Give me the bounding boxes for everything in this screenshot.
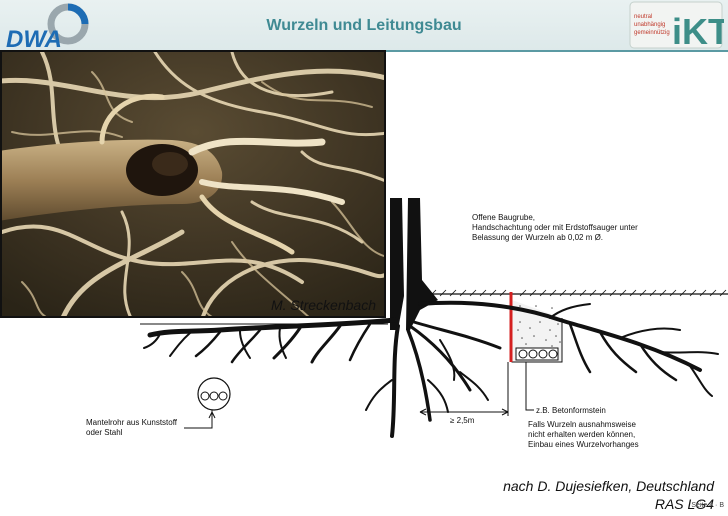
label-baugrube-1: Offene Baugrube, [472, 213, 536, 222]
distance-marker [419, 362, 509, 416]
photo-credit: M. Streckenbach [270, 297, 376, 313]
ikt-tagline-2: unabhängig [634, 22, 665, 28]
slide-id: Seite 4 · B [691, 502, 724, 509]
label-falls-2: nicht erhalten werden können, [528, 430, 636, 439]
roots-photo: M. Streckenbach [0, 50, 386, 318]
source-credit: nach D. Dujesiefken, Deutschland [503, 478, 714, 494]
dwa-logo: DWA [6, 3, 89, 50]
page-title: Wurzeln und Leitungsbau [266, 17, 462, 34]
label-mantelrohr-1: Mantelrohr aus Kunststoff [86, 418, 178, 427]
label-distance: ≥ 2,5m [450, 416, 475, 425]
roots-photo-image [2, 52, 384, 316]
tree-roots [143, 300, 719, 438]
excavation-pit [511, 300, 563, 363]
tree-trunk [390, 198, 438, 330]
label-baugrube-2: Handschachtung oder mit Erdstoffsauger u… [472, 223, 638, 232]
label-falls-1: Falls Wurzeln ausnahmsweise [528, 420, 636, 429]
mantelrohr-pipe [184, 377, 231, 429]
ikt-logo: neutral unabhängig gemeinnützig iKT [629, 1, 724, 52]
label-mantelrohr-2: oder Stahl [86, 428, 123, 437]
dwa-logo-text: DWA [6, 26, 62, 50]
label-betonformstein: z.B. Betonformstein [536, 406, 606, 415]
betonformstein-pointer [525, 362, 534, 411]
ras-reference: RAS LG4 [654, 496, 714, 512]
label-baugrube-3: Belassung der Wurzeln ab 0,02 m Ø. [472, 233, 604, 242]
ikt-logo-text: iKT [672, 11, 724, 52]
ikt-tagline-1: neutral [634, 14, 652, 20]
label-falls-3: Einbau eines Wurzelvorhanges [528, 440, 639, 449]
ikt-tagline-3: gemeinnützig [634, 30, 670, 36]
